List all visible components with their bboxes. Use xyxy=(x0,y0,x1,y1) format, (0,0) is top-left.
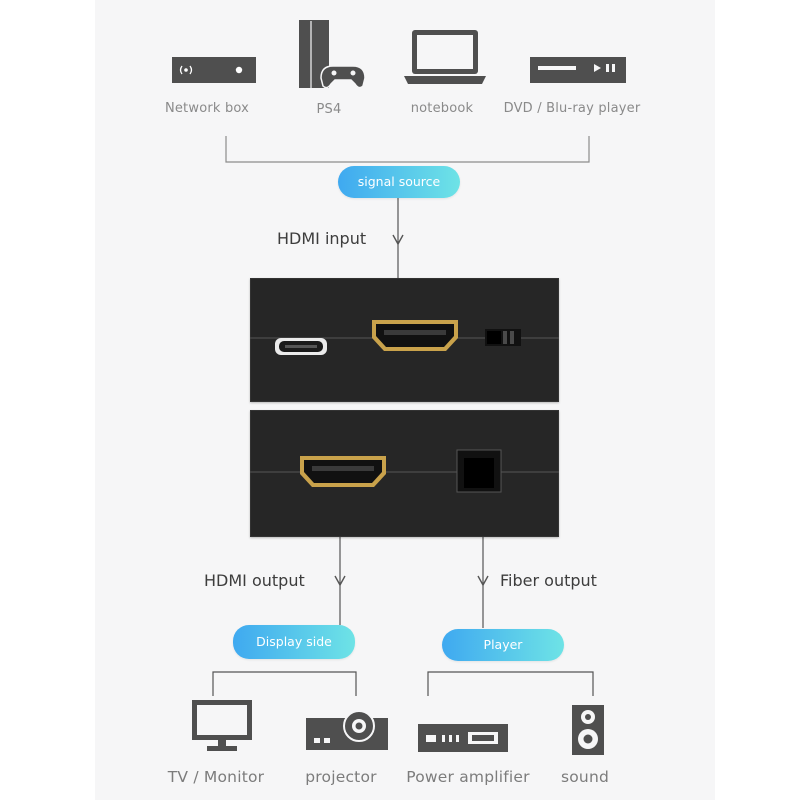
label-ps4: PS4 xyxy=(316,102,342,117)
pill-display-side: Display side xyxy=(233,625,355,659)
optical-port xyxy=(456,449,502,493)
dvd-player-icon xyxy=(530,57,626,83)
label-notebook: notebook xyxy=(410,101,474,116)
converter-output-face xyxy=(250,410,559,537)
micro-usb-port xyxy=(275,338,327,355)
converter-input-face xyxy=(250,278,559,402)
notebook-icon xyxy=(404,30,486,84)
label-hdmi-input: HDMI input xyxy=(277,229,367,248)
hdmi-input-port xyxy=(372,320,458,351)
pill-signal-source: signal source xyxy=(338,166,460,198)
label-dvd-player: DVD / Blu-ray player xyxy=(503,101,641,116)
ps4-icon xyxy=(299,20,366,89)
hdmi-output-port xyxy=(300,456,386,487)
label-projector: projector xyxy=(305,768,377,786)
tv-monitor-icon xyxy=(192,700,252,751)
label-tv-monitor: TV / Monitor xyxy=(167,768,265,786)
power-amplifier-icon xyxy=(418,724,508,752)
switch xyxy=(485,329,521,346)
label-sound: sound xyxy=(560,768,610,786)
label-network-box: Network box xyxy=(164,101,250,116)
speaker-icon xyxy=(572,705,604,755)
label-hdmi-output: HDMI output xyxy=(204,571,305,590)
projector-icon xyxy=(306,710,388,750)
label-fiber-output: Fiber output xyxy=(500,571,597,590)
pill-player: Player xyxy=(442,629,564,661)
network-box-icon xyxy=(172,57,256,83)
label-power-amplifier: Power amplifier xyxy=(406,768,530,786)
